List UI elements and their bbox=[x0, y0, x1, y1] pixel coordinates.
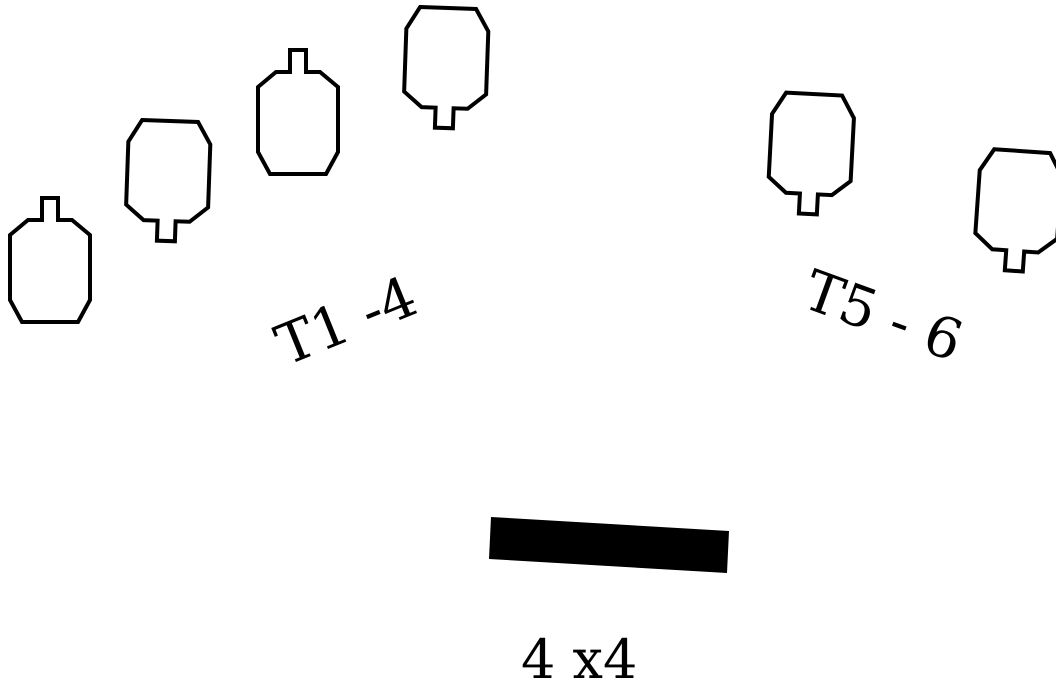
target-3-icon bbox=[256, 48, 340, 176]
target-2-icon bbox=[124, 118, 213, 244]
barricade-label: 4 x4 bbox=[521, 628, 637, 683]
target-1-icon bbox=[8, 196, 92, 324]
target-4-icon bbox=[402, 5, 491, 131]
group-right-label: T5 - 6 bbox=[795, 258, 971, 375]
group-left-label: T1 -4 bbox=[267, 264, 426, 379]
target-6-icon bbox=[973, 147, 1056, 274]
barricade-4x4 bbox=[489, 517, 729, 573]
target-5-icon bbox=[766, 90, 856, 217]
